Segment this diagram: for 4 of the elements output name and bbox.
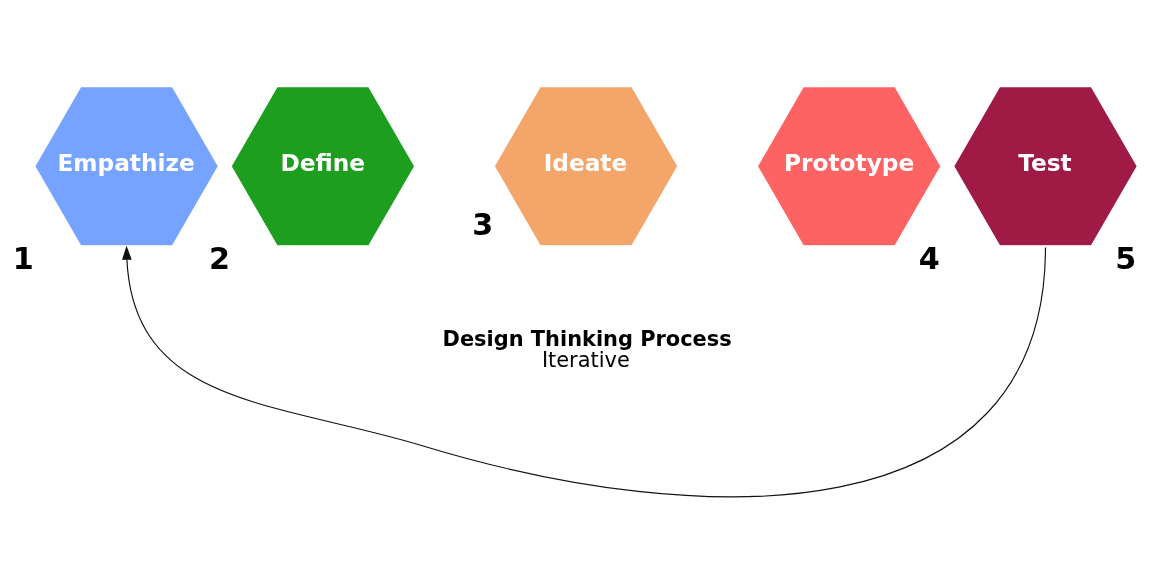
label: Design Thinking Process	[442, 326, 732, 351]
node-label: 1	[12, 240, 34, 276]
arrow	[122, 245, 1047, 498]
node-label: 3	[472, 207, 494, 243]
